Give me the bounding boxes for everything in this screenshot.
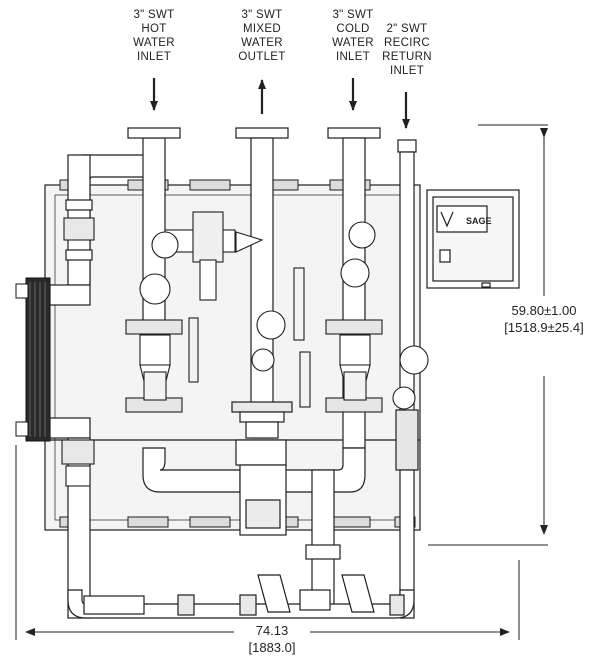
- cold-inlet-label: 3" SWT COLD WATER INLET: [313, 8, 393, 64]
- upper-mixing-valve: [151, 211, 264, 301]
- controller-enclosure: [426, 189, 520, 289]
- hot-inlet-line2: HOT: [141, 23, 167, 35]
- width-dimension-mm: [1883.0]: [248, 640, 296, 655]
- flow-arrows: [150, 78, 410, 129]
- cold-inlet-line2: COLD: [336, 23, 370, 35]
- mixed-outlet-line3: WATER: [241, 37, 283, 49]
- height-dimension: 59.80±1.00 [1518.9±25.4]: [492, 302, 596, 336]
- height-dimension-inch: 59.80±1.00: [511, 303, 577, 318]
- recirc-inlet-label: 2" SWT RECIRC RETURN INLET: [372, 22, 442, 78]
- cold-inlet-line4: INLET: [335, 51, 371, 63]
- hot-inlet-line4: INLET: [136, 51, 172, 63]
- hot-inlet-size: 3" SWT: [133, 9, 175, 21]
- hot-inlet-line3: WATER: [133, 37, 175, 49]
- recirc-inlet-line2: RECIRC: [384, 37, 430, 49]
- width-dimension: 74.13 [1883.0]: [236, 622, 308, 656]
- mixed-outlet-label: 3" SWT MIXED WATER OUTLET: [222, 8, 302, 64]
- dimension-lines: [15, 124, 548, 640]
- hot-inlet-label: 3" SWT HOT WATER INLET: [114, 8, 194, 64]
- line-components: [61, 217, 429, 487]
- mixed-outlet-line4: OUTLET: [238, 51, 286, 63]
- recirc-inlet-line3: RETURN: [382, 51, 432, 63]
- lower-manifold: [142, 439, 366, 616]
- heat-exchanger: [15, 277, 51, 442]
- cold-inlet-size: 3" SWT: [332, 9, 374, 21]
- height-dimension-mm: [1518.9±25.4]: [504, 320, 584, 335]
- mixed-outlet-size: 3" SWT: [241, 9, 283, 21]
- width-dimension-inch: 74.13: [255, 623, 289, 638]
- cold-inlet-line3: WATER: [332, 37, 374, 49]
- controller-brand-logo: SAGE: [466, 216, 492, 226]
- mixed-outlet-line2: MIXED: [243, 23, 281, 35]
- bottom-bypass-loop: [67, 574, 415, 619]
- recirc-inlet-size: 2" SWT: [386, 23, 428, 35]
- recirc-inlet-line4: INLET: [389, 65, 425, 77]
